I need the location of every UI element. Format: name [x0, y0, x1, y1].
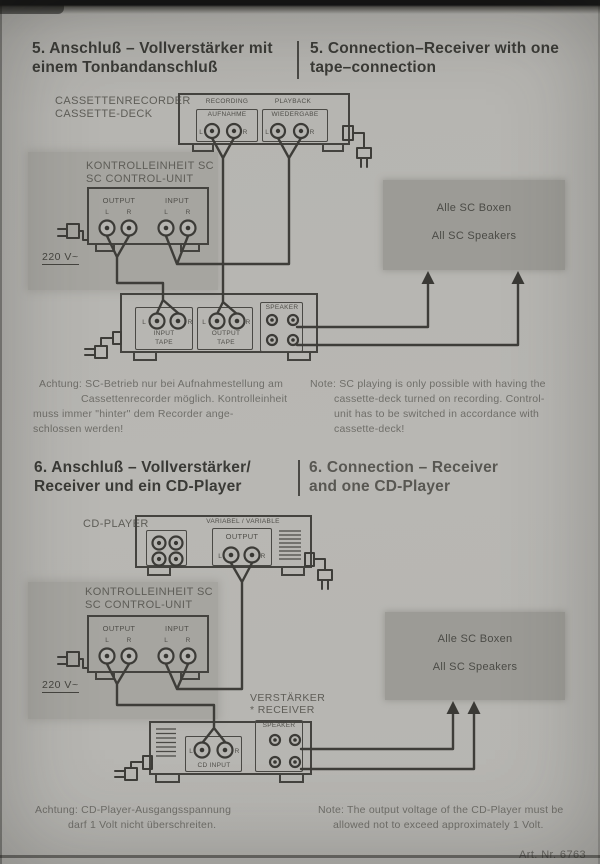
speaker-cable-2b: [299, 711, 476, 771]
note-line: darf 1 Volt nicht überschreiten.: [68, 819, 217, 831]
note-line: muss immer "hinter" dem Recorder ange-: [33, 408, 234, 420]
device-foot: [180, 673, 200, 680]
arrow-up-icon: [511, 271, 525, 284]
scan-edge-right: [598, 0, 600, 864]
device-foot: [281, 568, 305, 576]
power-plug-amplifier: [84, 331, 122, 359]
heading-divider: [298, 460, 300, 496]
arrow-up-icon: [446, 701, 460, 714]
cd-output-label: OUTPUT: [225, 532, 259, 541]
section5-heading-en: 5. Connection–Receiver with one tape–con…: [310, 39, 559, 77]
variabel-label: VARIABEL / VARIABLE: [206, 518, 280, 525]
heading-line: 6. Anschluß – Vollverstärker/: [34, 459, 251, 476]
speakers-box-1: Alle SC Boxen All SC Speakers: [383, 180, 565, 270]
recording-label: RECORDING: [205, 98, 249, 105]
label-line: CASSETTENRECORDER: [55, 95, 191, 107]
control-unit-label-1: KONTROLLEINHEIT SC SC CONTROL-UNIT: [86, 160, 214, 186]
heading-line: tape–connection: [310, 59, 437, 76]
scan-edge-bottom: [0, 855, 600, 858]
speakers-label-de: Alle SC Boxen: [437, 633, 513, 645]
speaker-cable-2a: [299, 711, 455, 751]
output-label: OUTPUT: [102, 624, 136, 633]
playback-label: PLAYBACK: [274, 98, 312, 105]
speaker-label-1: SPEAKER: [265, 304, 299, 311]
scan-edge-left: [0, 0, 2, 864]
note-section6-de: Achtung: CD-Player-Ausgangsspannung darf…: [35, 803, 231, 833]
power-plug-receiver: [114, 755, 153, 781]
note-line: Achtung: SC-Betrieb nur bei Aufnahmestel…: [39, 378, 284, 390]
voltage-label-2: 220 V~: [42, 679, 79, 693]
arrow-up-icon: [467, 701, 481, 714]
device-foot: [147, 568, 171, 576]
label-line: * RECEIVER: [250, 704, 315, 716]
speakers-label-en: All SC Speakers: [432, 661, 518, 673]
cd-player-label: CD-PLAYER: [83, 518, 149, 530]
section5-heading-de: 5. Anschluß – Vollverstärker mit einem T…: [32, 39, 273, 77]
label-line: CASSETTE-DECK: [55, 108, 153, 120]
cd-rear-jack-group: [146, 530, 187, 566]
output-tape-label: OUTPUT: [211, 330, 241, 337]
input-tape-label2: TAPE: [155, 339, 173, 346]
voltage-label-1: 220 V~: [42, 251, 79, 265]
output-label: OUTPUT: [102, 196, 136, 205]
note-line: Note: SC playing is only possible with h…: [310, 378, 546, 390]
label-line: VERSTÄRKER: [250, 692, 326, 704]
input-label: INPUT: [165, 624, 189, 633]
device-foot: [155, 775, 180, 783]
speaker-label-2: SPEAKER: [262, 722, 296, 729]
note-section6-en: Note: The output voltage of the CD-Playe…: [318, 803, 563, 833]
cassette-deck-label: CASSETTENRECORDER CASSETTE-DECK: [55, 95, 191, 121]
note-line: cassette-deck!: [334, 423, 405, 435]
device-foot: [287, 353, 311, 361]
control-unit-label-2: KONTROLLEINHEIT SC SC CONTROL-UNIT: [85, 586, 213, 612]
device-foot: [192, 145, 214, 152]
note-section5-en: Note: SC playing is only possible with h…: [310, 377, 546, 437]
speakers-label-en: All SC Speakers: [431, 230, 517, 242]
device-foot: [95, 673, 115, 680]
note-line: cassette-deck turned on recording. Contr…: [334, 393, 545, 405]
wiedergabe-label: WIEDERGABE: [271, 111, 319, 118]
note-line: Achtung: CD-Player-Ausgangsspannung: [35, 804, 232, 816]
note-line: schlossen werden!: [33, 423, 124, 435]
section6-heading-en: 6. Connection – Receiver and one CD-Play…: [309, 458, 498, 496]
note-line: Note: The output voltage of the CD-Playe…: [318, 804, 564, 816]
note-line: unit has to be switched in accordance wi…: [334, 408, 540, 420]
device-foot: [180, 245, 200, 252]
scan-smudge: [0, 5, 64, 14]
heading-line: 6. Connection – Receiver: [309, 459, 499, 476]
arrow-up-icon: [421, 271, 435, 284]
label-line: KONTROLLEINHEIT SC: [85, 586, 214, 598]
cd-input-label: CD INPUT: [197, 762, 231, 769]
device-foot: [133, 353, 157, 361]
note-line: allowed not to exceed approximately 1 Vo…: [333, 819, 544, 831]
note-section5-de: Achtung: SC-Betrieb nur bei Aufnahmestel…: [33, 377, 287, 437]
label-line: SC CONTROL-UNIT: [85, 599, 193, 611]
device-foot: [322, 145, 344, 152]
heading-line: and one CD-Player: [309, 478, 451, 495]
device-foot: [279, 775, 304, 783]
device-foot: [95, 245, 115, 252]
aufnahme-label: AUFNAHME: [207, 111, 247, 118]
label-line: KONTROLLEINHEIT SC: [86, 160, 215, 172]
heading-line: einem Tonbandanschluß: [32, 59, 218, 76]
section6-heading-de: 6. Anschluß – Vollverstärker/ Receiver u…: [34, 458, 251, 496]
scan-edge-top: [0, 0, 600, 14]
heading-line: 5. Anschluß – Vollverstärker mit: [32, 40, 273, 57]
label-line: SC CONTROL-UNIT: [86, 173, 194, 185]
heading-divider: [297, 41, 299, 79]
output-tape-label2: TAPE: [217, 339, 235, 346]
speakers-label-de: Alle SC Boxen: [436, 202, 512, 214]
note-line: Cassettenrecorder möglich. Kontrolleinhe…: [81, 393, 288, 405]
speakers-box-2: Alle SC Boxen All SC Speakers: [385, 612, 565, 700]
heading-line: 5. Connection–Receiver with one: [310, 40, 560, 57]
input-tape-label: INPUT: [153, 330, 175, 337]
heading-line: Receiver und ein CD-Player: [34, 478, 242, 495]
speaker-cable-1b: [295, 281, 520, 347]
input-label: INPUT: [165, 196, 189, 205]
verstaerker-label: VERSTÄRKER * RECEIVER: [250, 692, 325, 716]
